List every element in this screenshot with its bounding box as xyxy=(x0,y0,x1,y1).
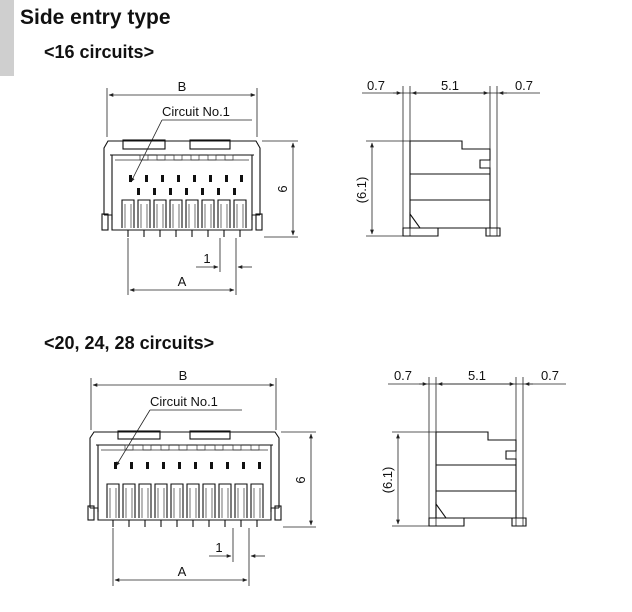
height2-label: 6 xyxy=(293,476,308,483)
side2-tail xyxy=(428,502,465,527)
pitch2-label: 1 xyxy=(215,540,222,555)
upper-contacts xyxy=(129,175,243,182)
hold-down2-left xyxy=(87,505,95,521)
terminal-slots xyxy=(121,199,247,228)
dim2-left-label: 0.7 xyxy=(394,368,412,383)
solder2-tails xyxy=(112,520,258,527)
hold-down-left xyxy=(101,213,109,231)
housing2-base xyxy=(90,507,279,521)
housing-outline xyxy=(103,140,261,215)
housing-base xyxy=(104,214,260,231)
circuit2-leader xyxy=(115,409,151,467)
dim2-right-label: 0.7 xyxy=(541,368,559,383)
side2-body xyxy=(435,431,517,519)
side2-height-label: (6.1) xyxy=(380,467,395,494)
dim2-mid-label: 5.1 xyxy=(468,368,486,383)
hold-down-right xyxy=(255,213,263,231)
circuit-no1-label: Circuit No.1 xyxy=(162,104,230,119)
upper2-contacts xyxy=(114,462,261,469)
dim-left-label: 0.7 xyxy=(367,78,385,93)
hold-down2-right xyxy=(274,505,282,521)
a-label: A xyxy=(178,274,187,289)
housing2-outline xyxy=(89,431,280,508)
side-foot xyxy=(485,227,501,237)
a2-label: A xyxy=(178,564,187,579)
inner2-side-walls xyxy=(97,445,272,512)
section-1-subtitle: <16 circuits> xyxy=(44,42,155,62)
side-view-20-28: 0.7 5.1 0.7 (6.1) xyxy=(380,368,566,527)
solder-tails xyxy=(127,230,241,237)
circuit2-no1-label: Circuit No.1 xyxy=(150,394,218,409)
page-title: Side entry type xyxy=(20,6,171,29)
front-view-20-28: B Circuit No.1 xyxy=(87,368,316,586)
height-label: 6 xyxy=(275,185,290,192)
top2-latch-left xyxy=(117,430,161,440)
top-latch-right xyxy=(189,139,231,150)
dim-right-label: 0.7 xyxy=(515,78,533,93)
dim-mid-label: 5.1 xyxy=(441,78,459,93)
b2-label: B xyxy=(179,368,188,383)
pitch-label: 1 xyxy=(203,251,210,266)
header-accent-bar xyxy=(0,0,14,76)
front-view-16: B Circuit No.1 xyxy=(101,79,298,295)
side-height-label: (6.1) xyxy=(354,177,369,204)
side-view-16: 0.7 5.1 0.7 (6.1) xyxy=(354,78,540,237)
inner-side-walls xyxy=(111,155,253,220)
b-label: B xyxy=(178,79,187,94)
side-tail xyxy=(402,212,439,237)
section-2-subtitle: <20, 24, 28 circuits> xyxy=(44,333,215,353)
terminal2-slots xyxy=(106,483,264,518)
lower-contacts xyxy=(137,188,236,195)
side2-foot xyxy=(511,517,527,527)
circuit-leader xyxy=(130,119,163,183)
top-latch-left xyxy=(122,139,166,150)
side-body xyxy=(409,140,491,229)
top2-latch-right xyxy=(189,430,231,440)
